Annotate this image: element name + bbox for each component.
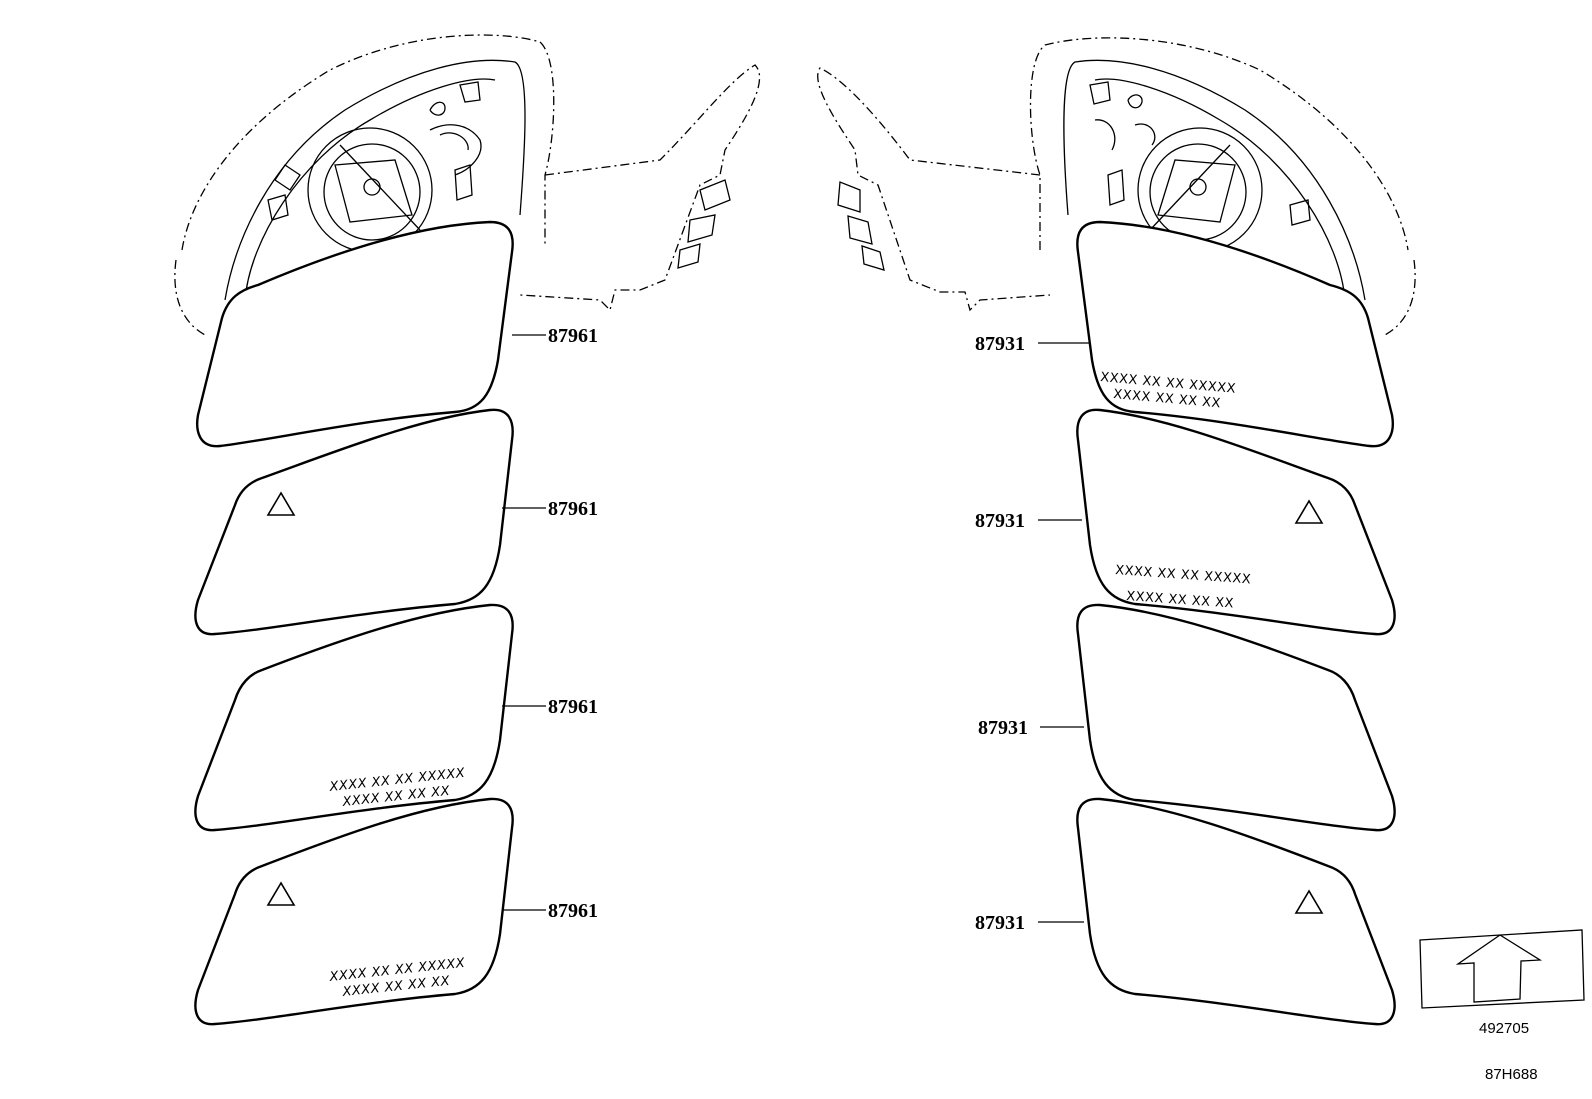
right-mirror-glass-1: XXXX XX XX XXXXX XXXX XX XX XX <box>1076 220 1394 448</box>
drawing-code: 87H688 <box>1485 1066 1538 1083</box>
left-mirror-assembly <box>174 34 761 336</box>
part-number-label: 87931 <box>975 333 1025 355</box>
part-number-label: 87931 <box>978 717 1028 739</box>
left-mirror-glass-1 <box>196 220 514 448</box>
right-mirror-glass-3 <box>1076 603 1396 832</box>
part-number-label: 87931 <box>975 912 1025 934</box>
part-number-label: 87961 <box>548 325 598 347</box>
right-mirror-assembly <box>817 37 1416 336</box>
left-mirror-glass-2 <box>194 408 514 636</box>
part-number-label: 87931 <box>975 510 1025 532</box>
left-mirror-glass-4: XXXX XX XX XXXXX XXXX XX XX XX <box>194 797 514 1026</box>
part-number-label: 87961 <box>548 696 598 718</box>
triangle-icon <box>1294 499 1324 524</box>
part-number-label: 87961 <box>548 900 598 922</box>
forward-arrow-icon <box>1419 929 1585 1009</box>
right-mirror-glass-4 <box>1076 797 1396 1026</box>
triangle-icon <box>266 491 296 516</box>
reference-code: 492705 <box>1479 1020 1529 1037</box>
part-number-label: 87961 <box>548 498 598 520</box>
left-mirror-glass-3: XXXX XX XX XXXXX XXXX XX XX XX <box>194 603 514 832</box>
triangle-icon <box>1294 889 1324 914</box>
triangle-icon <box>266 881 296 906</box>
right-mirror-glass-2: XXXX XX XX XXXXX XXXX XX XX XX <box>1076 408 1396 636</box>
